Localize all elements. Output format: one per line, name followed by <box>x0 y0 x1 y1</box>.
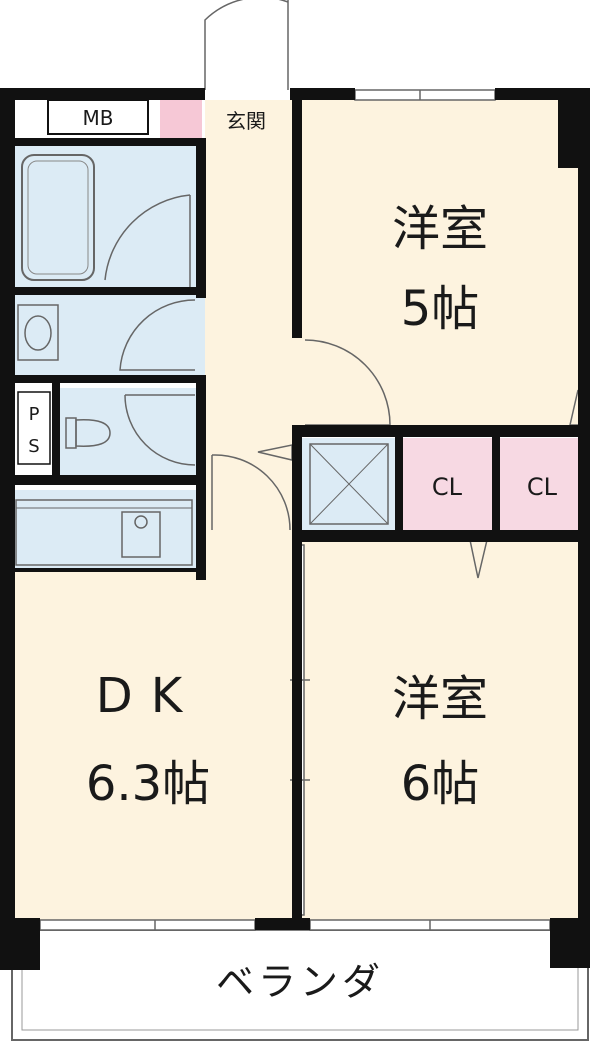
storage-unit <box>309 443 389 525</box>
bedroom-6-name: 洋室 <box>392 671 488 727</box>
kitchen-floor <box>12 490 200 570</box>
dk-name: DK <box>96 668 200 724</box>
bedroom-5-name: 洋室 <box>392 201 488 257</box>
hallway-floor <box>205 140 300 570</box>
washroom-floor <box>12 295 205 380</box>
closet-2-label: CL <box>527 473 558 501</box>
closet-2-floor <box>500 438 585 533</box>
bath-floor <box>12 145 205 290</box>
closet-1-floor <box>402 438 492 533</box>
genkan-floor <box>205 100 295 140</box>
pipe-space-p: P <box>29 404 40 425</box>
pipe-space-s: S <box>28 436 39 457</box>
wash-basin <box>17 304 59 361</box>
bedroom-5-size: 5帖 <box>401 281 480 337</box>
meter-box-label: MB <box>83 106 114 130</box>
entrance-label: 玄関 <box>226 109 266 133</box>
toilet <box>65 417 111 449</box>
entrance-floor <box>160 100 202 138</box>
closet-1-label: CL <box>432 473 463 501</box>
bedroom-6-floor <box>300 540 585 920</box>
kitchen-counter <box>15 499 193 566</box>
veranda-label: ベランダ <box>216 960 384 1004</box>
pipe-space: P S <box>17 391 51 465</box>
bedroom-5-floor <box>300 100 585 430</box>
floor-areas <box>12 100 585 920</box>
bedroom-6-size: 6帖 <box>401 756 480 812</box>
meter-box: MB <box>47 99 149 135</box>
dk-size: 6.3帖 <box>86 756 210 812</box>
bathtub <box>21 154 95 281</box>
dk-floor <box>12 570 300 920</box>
toilet-floor <box>60 388 200 478</box>
door-swings <box>104 0 586 579</box>
walls <box>0 88 590 970</box>
